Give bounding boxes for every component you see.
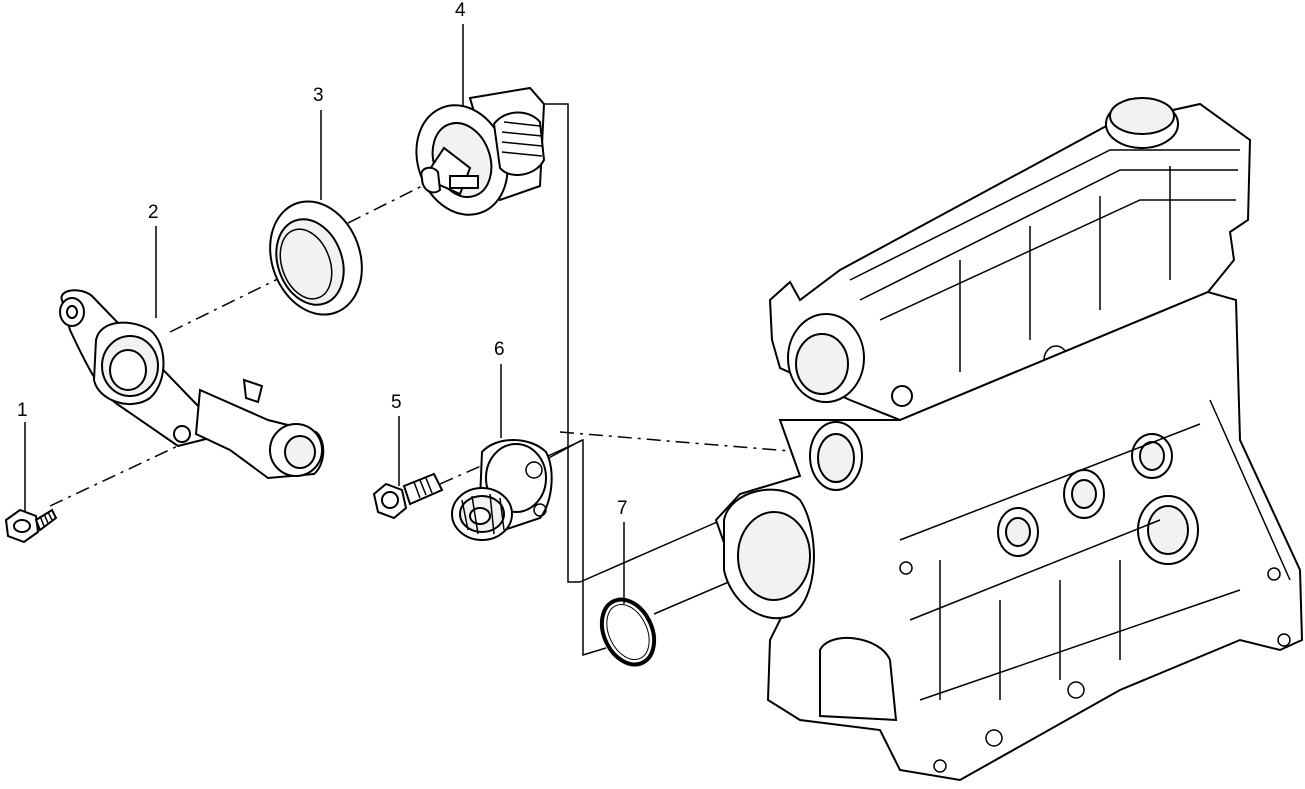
callout-2: 2: [148, 202, 159, 318]
connection-brackets: [540, 103, 607, 657]
water-pump-part-6: [451, 439, 553, 541]
callout-label-6: 6: [494, 339, 505, 360]
housing-part-2: [59, 289, 325, 480]
gasket-ring-part-3: [269, 200, 363, 316]
callout-label-4: 4: [455, 0, 466, 21]
thermostat-part-4: [415, 86, 546, 216]
callout-7: 7: [617, 498, 628, 604]
callout-3: 3: [313, 85, 324, 200]
callout-label-1: 1: [17, 400, 28, 421]
callout-4: 4: [455, 0, 466, 114]
bolt-part-1: [4, 508, 58, 544]
callout-6: 6: [494, 339, 505, 438]
callout-1: 1: [17, 400, 28, 512]
callout-label-3: 3: [313, 85, 324, 106]
bolt-part-5: [372, 472, 444, 520]
callout-label-2: 2: [148, 202, 159, 223]
engine-block: [714, 97, 1304, 782]
callout-label-5: 5: [391, 392, 402, 413]
callout-5: 5: [391, 392, 402, 486]
o-ring-part-7: [599, 597, 657, 667]
callout-label-7: 7: [617, 498, 628, 519]
